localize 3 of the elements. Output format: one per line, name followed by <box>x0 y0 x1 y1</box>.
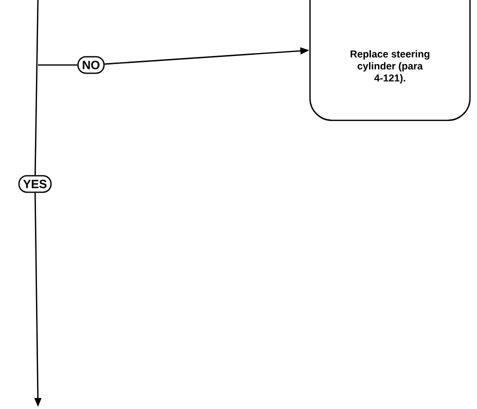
answer-pill: YES <box>18 175 52 193</box>
process-box: Replace steering cylinder (para 4-121). <box>309 0 471 121</box>
answer-pill: NO <box>77 56 105 74</box>
